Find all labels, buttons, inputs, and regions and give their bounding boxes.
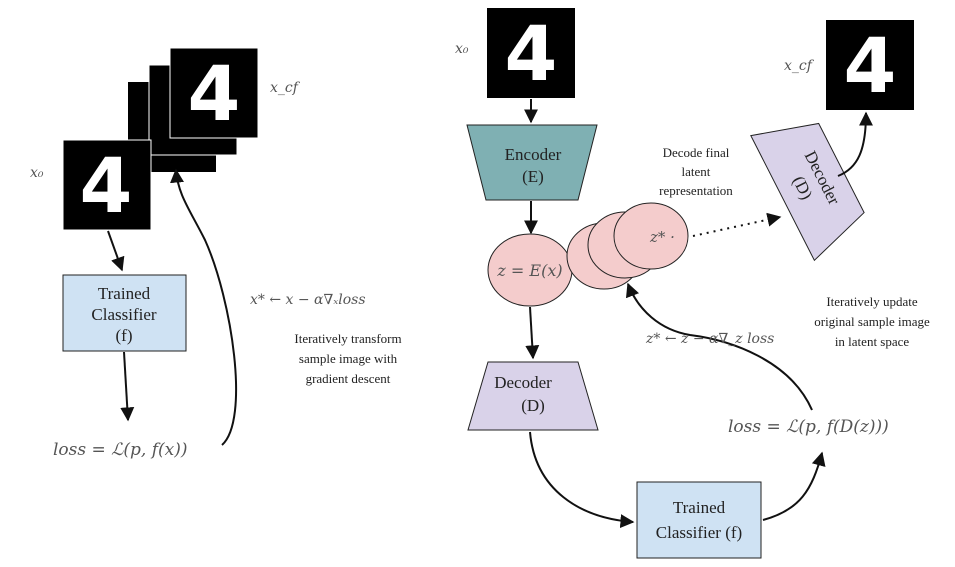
arrow-classifier-to-loss-right (762, 451, 826, 521)
left-xcf-label: x_cf (270, 80, 301, 96)
right-original-image: 4 (487, 8, 575, 98)
arrow-latent-to-decoder (525, 306, 540, 360)
left-annotation-line1: Iteratively transform (294, 331, 401, 346)
decode-note-line2: latent (682, 164, 711, 179)
right-xcf-label: x_cf (784, 58, 815, 74)
encoder-line2: (E) (522, 167, 544, 186)
left-x0-label: x₀ (30, 165, 44, 181)
z-star-label: z* · (649, 228, 675, 246)
dotted-arrow-to-output-decoder (692, 212, 782, 237)
right-panel: x₀ 4 Encoder (E) z = E(x) Decoder (D) (455, 8, 930, 559)
right-counterfactual-image: 4 (826, 20, 914, 110)
right-annotation-line2: original sample image (814, 314, 930, 329)
left-panel: 4 x_cf 4 x₀ Trained Classifier (f) loss … (30, 47, 402, 460)
left-annotation-line2: sample image with (299, 351, 398, 366)
decoder-line2: (D) (521, 396, 545, 415)
decoder-block: Decoder (D) (467, 361, 599, 431)
encoder-line1: Encoder (505, 145, 562, 164)
left-classifier-line1: Trained (98, 284, 151, 303)
counterfactual-image: 4 (169, 47, 259, 139)
decode-note-line1: Decode final (663, 145, 730, 160)
left-original-digit: 4 (80, 141, 133, 230)
right-loss-formula: loss = ℒ(p, f(D(z))) (728, 417, 889, 437)
left-classifier-box: Trained Classifier (f) (62, 274, 187, 352)
right-counterfactual-digit: 4 (844, 21, 897, 110)
left-classifier-line2: Classifier (91, 305, 156, 324)
arrow-decoder-to-classifier (529, 431, 635, 529)
right-annotation-line3: in latent space (835, 334, 910, 349)
latent-z-node: z = E(x) (487, 233, 573, 307)
left-feedback-arrow (170, 168, 238, 446)
latent-stack: z* · (566, 202, 689, 290)
right-update-formula: z* ← z − α∇_z loss (645, 331, 774, 347)
left-update-formula: x* ← x − α∇ₓloss (250, 292, 366, 308)
counterfactual-digit: 4 (188, 49, 241, 138)
right-original-digit: 4 (505, 9, 558, 98)
arrow-decoder-to-counterfactual (837, 111, 873, 177)
arrow-image-to-classifier (107, 230, 125, 272)
decode-note-line3: representation (659, 183, 733, 198)
latent-stack-circle-3 (613, 202, 689, 270)
left-annotation-line3: gradient descent (306, 371, 391, 386)
latent-z-label: z = E(x) (496, 261, 562, 280)
left-loss-formula: loss = ℒ(p, f(x)) (53, 440, 188, 460)
left-classifier-line3: (f) (116, 326, 133, 345)
right-classifier-line2: Classifier (f) (656, 523, 742, 542)
right-x0-label: x₀ (455, 41, 469, 57)
decoder-line1: Decoder (494, 373, 552, 392)
left-original-image: 4 (62, 139, 152, 231)
encoder-block: Encoder (E) (466, 124, 598, 201)
right-annotation-line1: Iteratively update (826, 294, 918, 309)
arrow-classifier-to-loss (120, 351, 135, 422)
right-classifier-line1: Trained (673, 498, 726, 517)
right-classifier-box: Trained Classifier (f) (636, 481, 762, 559)
right-feedback-arrow (625, 282, 813, 411)
output-decoder-block: Decoder (D) (750, 122, 865, 262)
